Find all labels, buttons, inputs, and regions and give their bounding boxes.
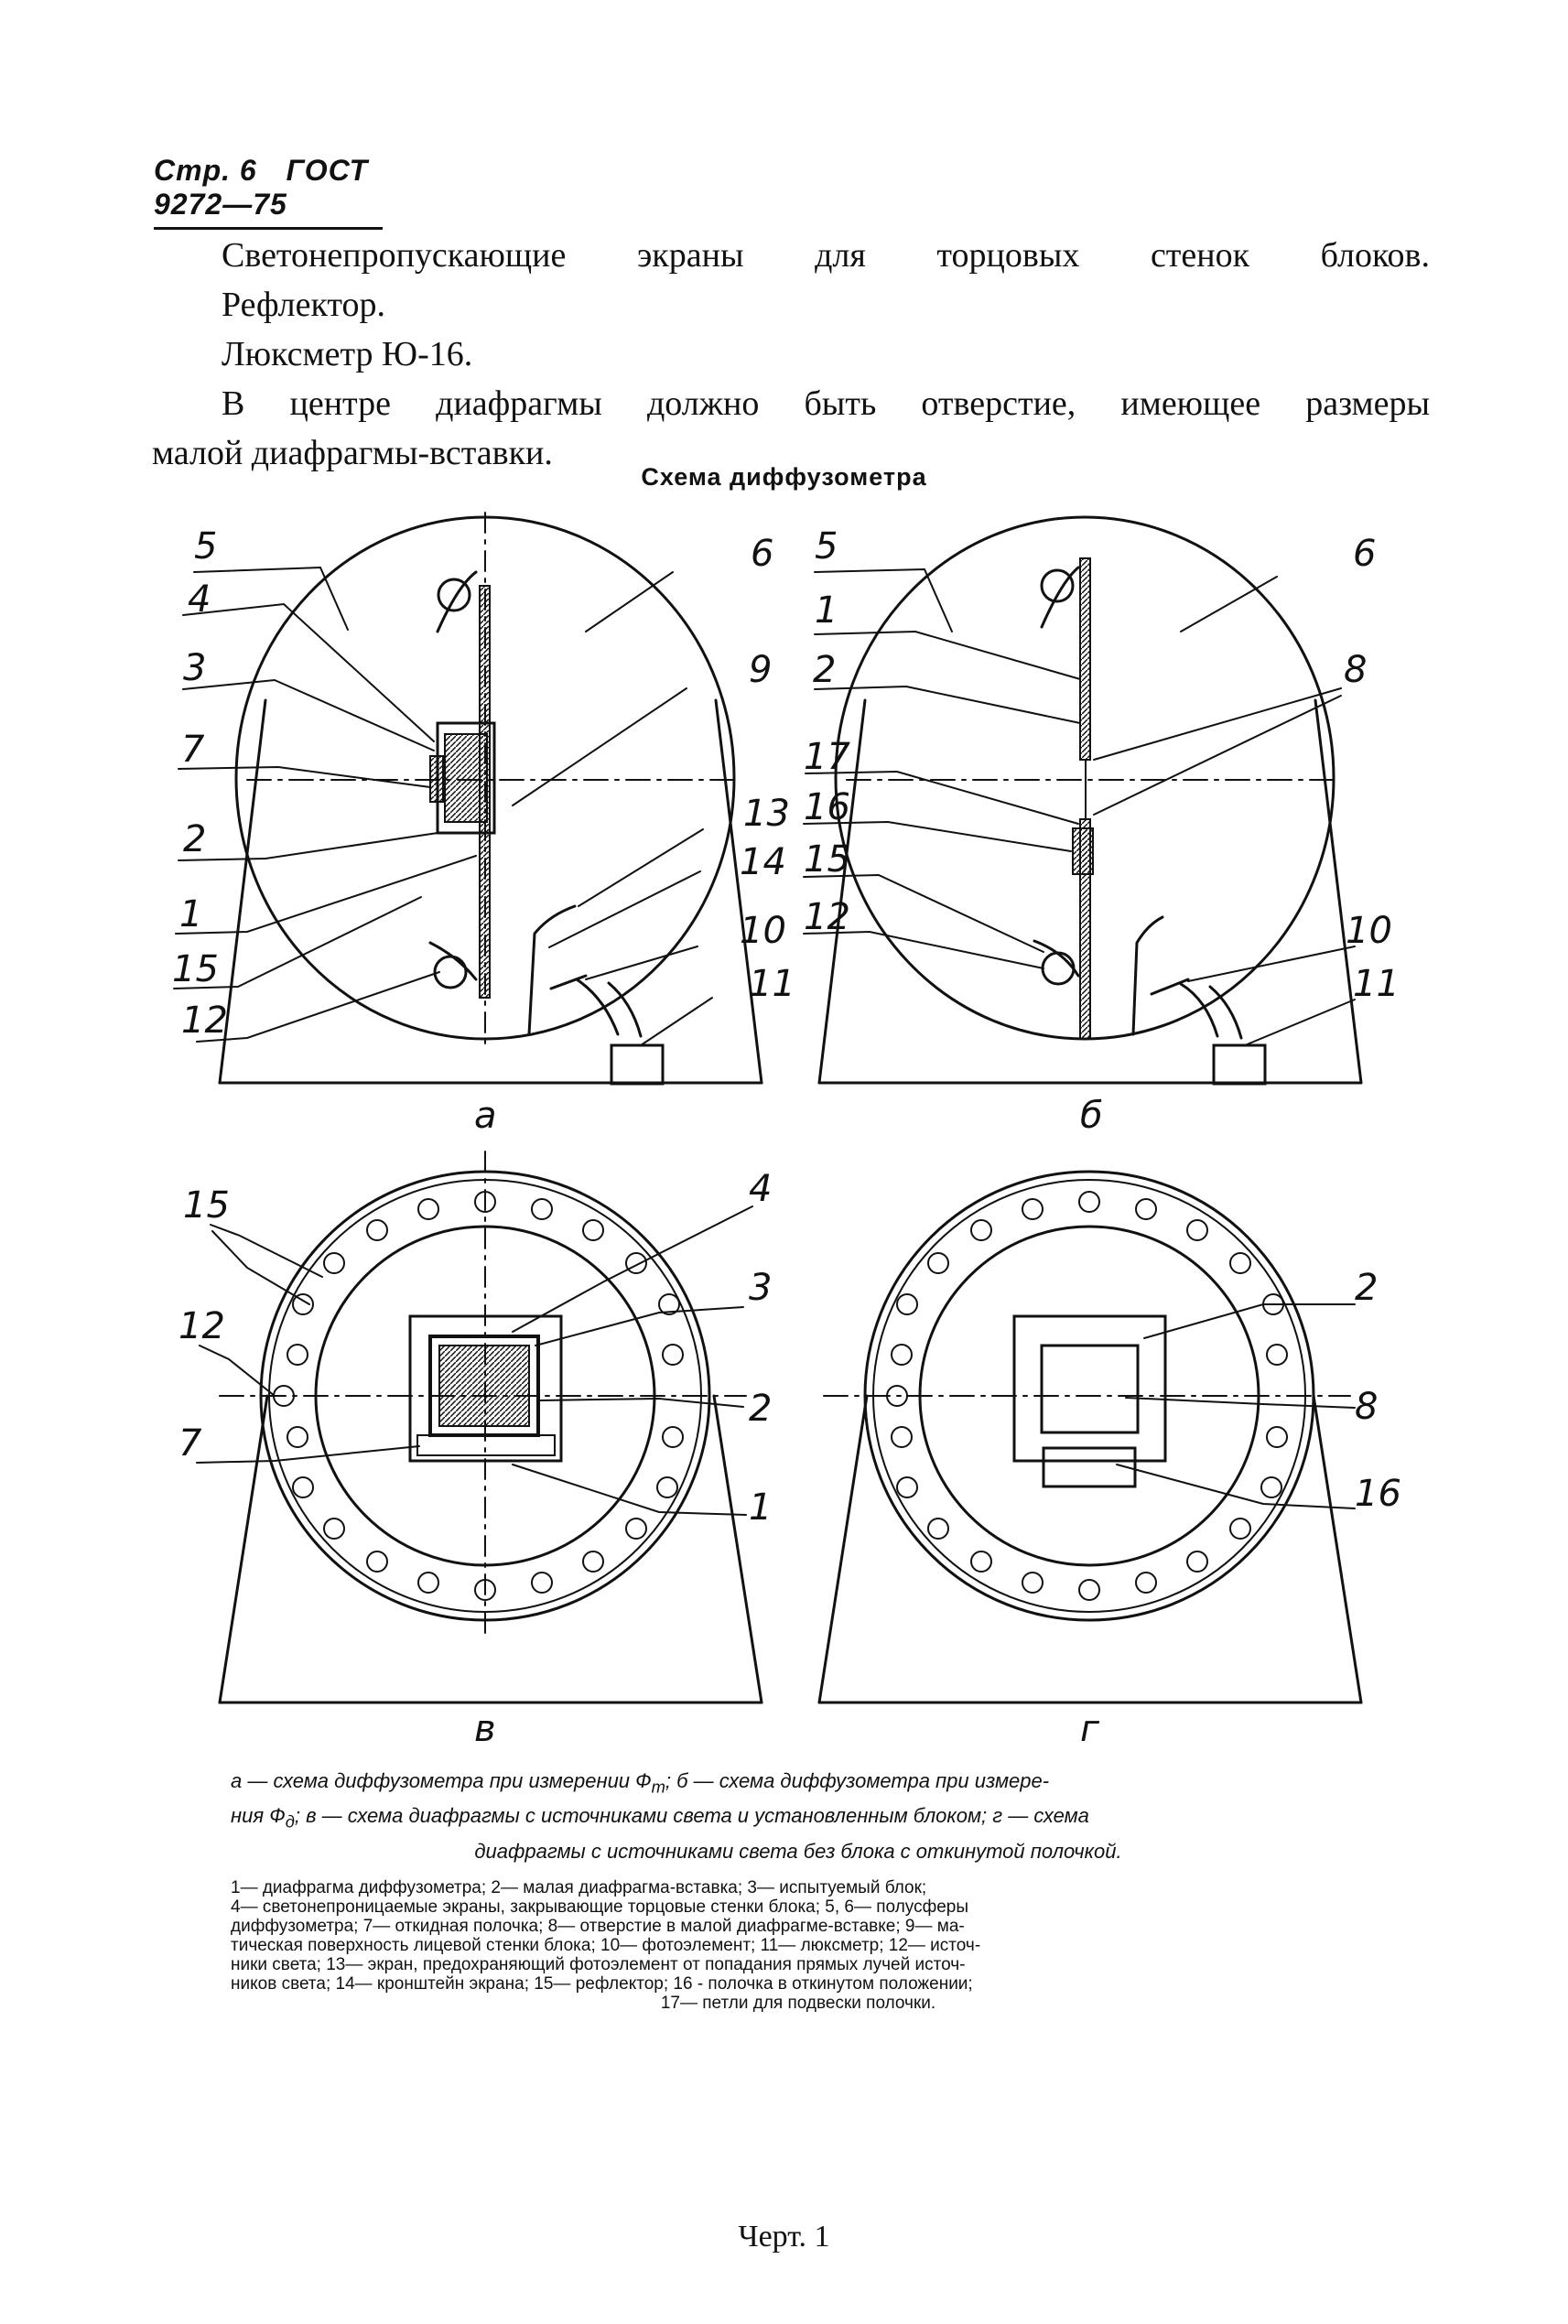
panel-a-label-5: 5 xyxy=(194,525,217,567)
panel-v-drawing xyxy=(218,1151,763,1704)
figure-caption: а — схема диффузометра при измерении Фт;… xyxy=(231,1767,1366,1866)
caption-line-2: ния Фд; в — схема диафрагмы с источникам… xyxy=(231,1804,1089,1832)
legend-line-2: 4— светонепроницаемые экраны, закрывающи… xyxy=(231,1897,968,1917)
panel-g-label-8: 8 xyxy=(1355,1386,1378,1428)
panel-v-label-12: 12 xyxy=(178,1305,225,1347)
panel-v-label-15: 15 xyxy=(183,1184,230,1227)
caption-line-3: диафрагмы с источниками света без блока … xyxy=(474,1839,1122,1863)
legend-line-1: 1— диафрагма диффузометра; 2— малая диаф… xyxy=(231,1878,927,1897)
panel-v-label-4: 4 xyxy=(749,1168,772,1210)
panel-v-letter: в xyxy=(474,1708,496,1750)
body-line-2: Рефлектор. xyxy=(222,286,386,324)
panel-b-label-11: 11 xyxy=(1353,963,1400,1005)
standard-number: ГОСТ 9272—75 xyxy=(154,154,369,221)
page-header: Стр. 6 ГОСТ 9272—75 xyxy=(154,154,383,230)
panel-b-label-6: 6 xyxy=(1353,533,1376,575)
panel-a-label-6: 6 xyxy=(751,533,773,575)
panel-b-label-12: 12 xyxy=(804,896,850,938)
body-line-3: Люксметр Ю-16. xyxy=(222,335,473,373)
legend-line-4: тическая поверхность лицевой стенки блок… xyxy=(231,1936,981,1955)
body-line-1: Светонепропускающие экраны для торцовых … xyxy=(222,236,1430,275)
panel-g-label-16: 16 xyxy=(1355,1473,1401,1515)
panel-v-label-7: 7 xyxy=(178,1422,202,1465)
figure-legend: 1— диафрагма диффузометра; 2— малая диаф… xyxy=(231,1878,1366,2013)
panel-b-label-5: 5 xyxy=(815,525,838,567)
panel-a-label-11: 11 xyxy=(749,963,795,1005)
panel-g-drawing xyxy=(817,1170,1363,1704)
body-line-4: В центре диафрагмы должно быть отверстие… xyxy=(222,384,1430,423)
panel-b-label-2: 2 xyxy=(813,649,836,691)
body-line-5: малой диафрагмы-вставки. xyxy=(152,434,553,472)
body-text: Светонепропускающие экраны для торцовых … xyxy=(152,231,1430,478)
figure-number: Черт. 1 xyxy=(738,2220,830,2254)
legend-line-6: ников света; 14— кронштейн экрана; 15— р… xyxy=(231,1974,973,1994)
panel-b-label-15: 15 xyxy=(804,838,850,881)
panel-a-label-14: 14 xyxy=(740,841,786,883)
legend-line-3: диффузометра; 7— откидная полочка; 8— от… xyxy=(231,1917,965,1936)
page-number: Стр. 6 xyxy=(154,154,257,187)
panel-v-label-2: 2 xyxy=(749,1388,772,1430)
panel-a-label-7: 7 xyxy=(181,729,205,771)
figure-title: Схема диффузометра xyxy=(641,463,927,491)
panel-b-label-17: 17 xyxy=(804,736,850,778)
caption-line-1: а — схема диффузометра при измерении Фт;… xyxy=(231,1769,1050,1797)
panel-b-label-10: 10 xyxy=(1346,910,1392,952)
panel-a-label-2: 2 xyxy=(183,818,206,860)
panel-a-label-13: 13 xyxy=(743,793,790,835)
panel-b-label-16: 16 xyxy=(804,786,850,828)
panel-a-label-15: 15 xyxy=(172,948,219,990)
panel-a-drawing xyxy=(218,512,763,1086)
panel-a-label-1: 1 xyxy=(179,893,202,935)
legend-line-5: ники света; 13— экран, предохраняющий фо… xyxy=(231,1955,966,1974)
panel-g-letter: г xyxy=(1080,1708,1100,1750)
panel-a-label-9: 9 xyxy=(749,649,772,691)
panel-b-drawing xyxy=(817,515,1363,1086)
panel-a-label-10: 10 xyxy=(740,910,786,952)
panel-b-letter: б xyxy=(1080,1095,1103,1137)
panel-a-letter: а xyxy=(474,1095,497,1137)
panel-v-label-1: 1 xyxy=(749,1486,772,1529)
panel-a-label-12: 12 xyxy=(181,1000,228,1042)
panel-v-label-3: 3 xyxy=(749,1267,772,1309)
panel-g-label-2: 2 xyxy=(1355,1267,1378,1309)
panel-a-label-3: 3 xyxy=(183,647,206,689)
panel-b-label-1: 1 xyxy=(815,589,838,632)
panel-a-label-4: 4 xyxy=(188,578,211,621)
panel-b-label-8: 8 xyxy=(1344,649,1367,691)
legend-line-7: 17— петли для подвески полочки. xyxy=(660,1994,936,2013)
